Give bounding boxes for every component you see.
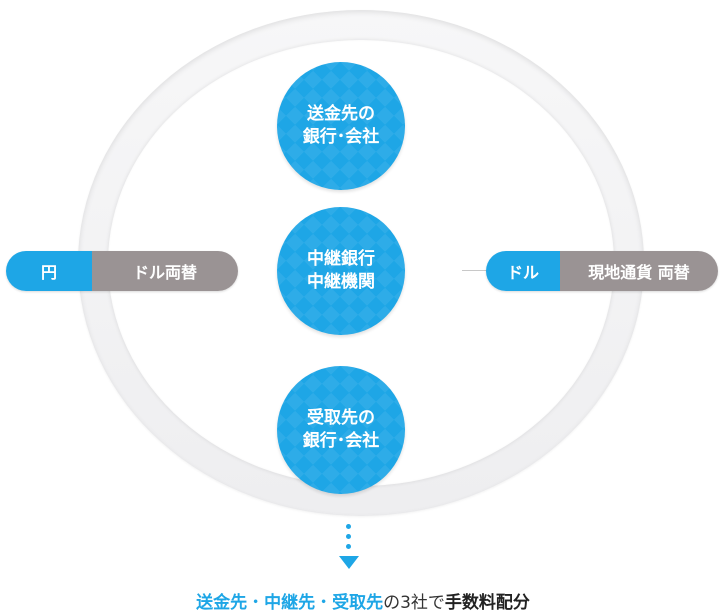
dot [346, 544, 351, 549]
caption-receiver: 受取先 [332, 593, 384, 613]
dollar-currency-label: ドル [486, 251, 560, 291]
dot [346, 524, 351, 529]
receiving-bank-line1: 受取先の [307, 408, 375, 428]
dollar-to-local-pill: ドル 現地通貨 両替 [486, 251, 718, 291]
caption-sender: 送金先 [196, 593, 248, 613]
caption-separator: ・ [315, 593, 333, 613]
caption-separator: ・ [247, 593, 265, 613]
yen-to-dollar-pill: 円 ドル両替 [6, 251, 238, 291]
dollar-exchange-label: ドル両替 [92, 251, 238, 291]
local-currency-exchange-label: 現地通貨 両替 [560, 251, 718, 291]
connector-line [462, 270, 488, 271]
sending-bank-circle: 送金先の 銀行･会社 [277, 62, 405, 190]
dotted-connector [346, 524, 352, 554]
intermediary-bank-line2: 中継機関 [307, 272, 375, 292]
down-arrow-icon [339, 556, 359, 569]
intermediary-bank-circle: 中継銀行 中継機関 [277, 207, 405, 335]
sending-bank-line2: 銀行･会社 [302, 127, 380, 147]
yen-currency-label: 円 [6, 251, 92, 291]
sending-bank-line1: 送金先の [307, 104, 375, 124]
receiving-bank-line2: 銀行･会社 [302, 431, 380, 451]
dot [346, 534, 351, 539]
caption-emphasis: 手数料配分 [444, 593, 530, 613]
caption-intermediary: 中継先 [264, 593, 316, 613]
caption-middle: の3社で [383, 593, 445, 613]
intermediary-bank-line1: 中継銀行 [307, 249, 375, 269]
receiving-bank-circle: 受取先の 銀行･会社 [277, 366, 405, 494]
fee-distribution-caption: 送金先・中継先・受取先の3社で手数料配分 [0, 588, 726, 613]
